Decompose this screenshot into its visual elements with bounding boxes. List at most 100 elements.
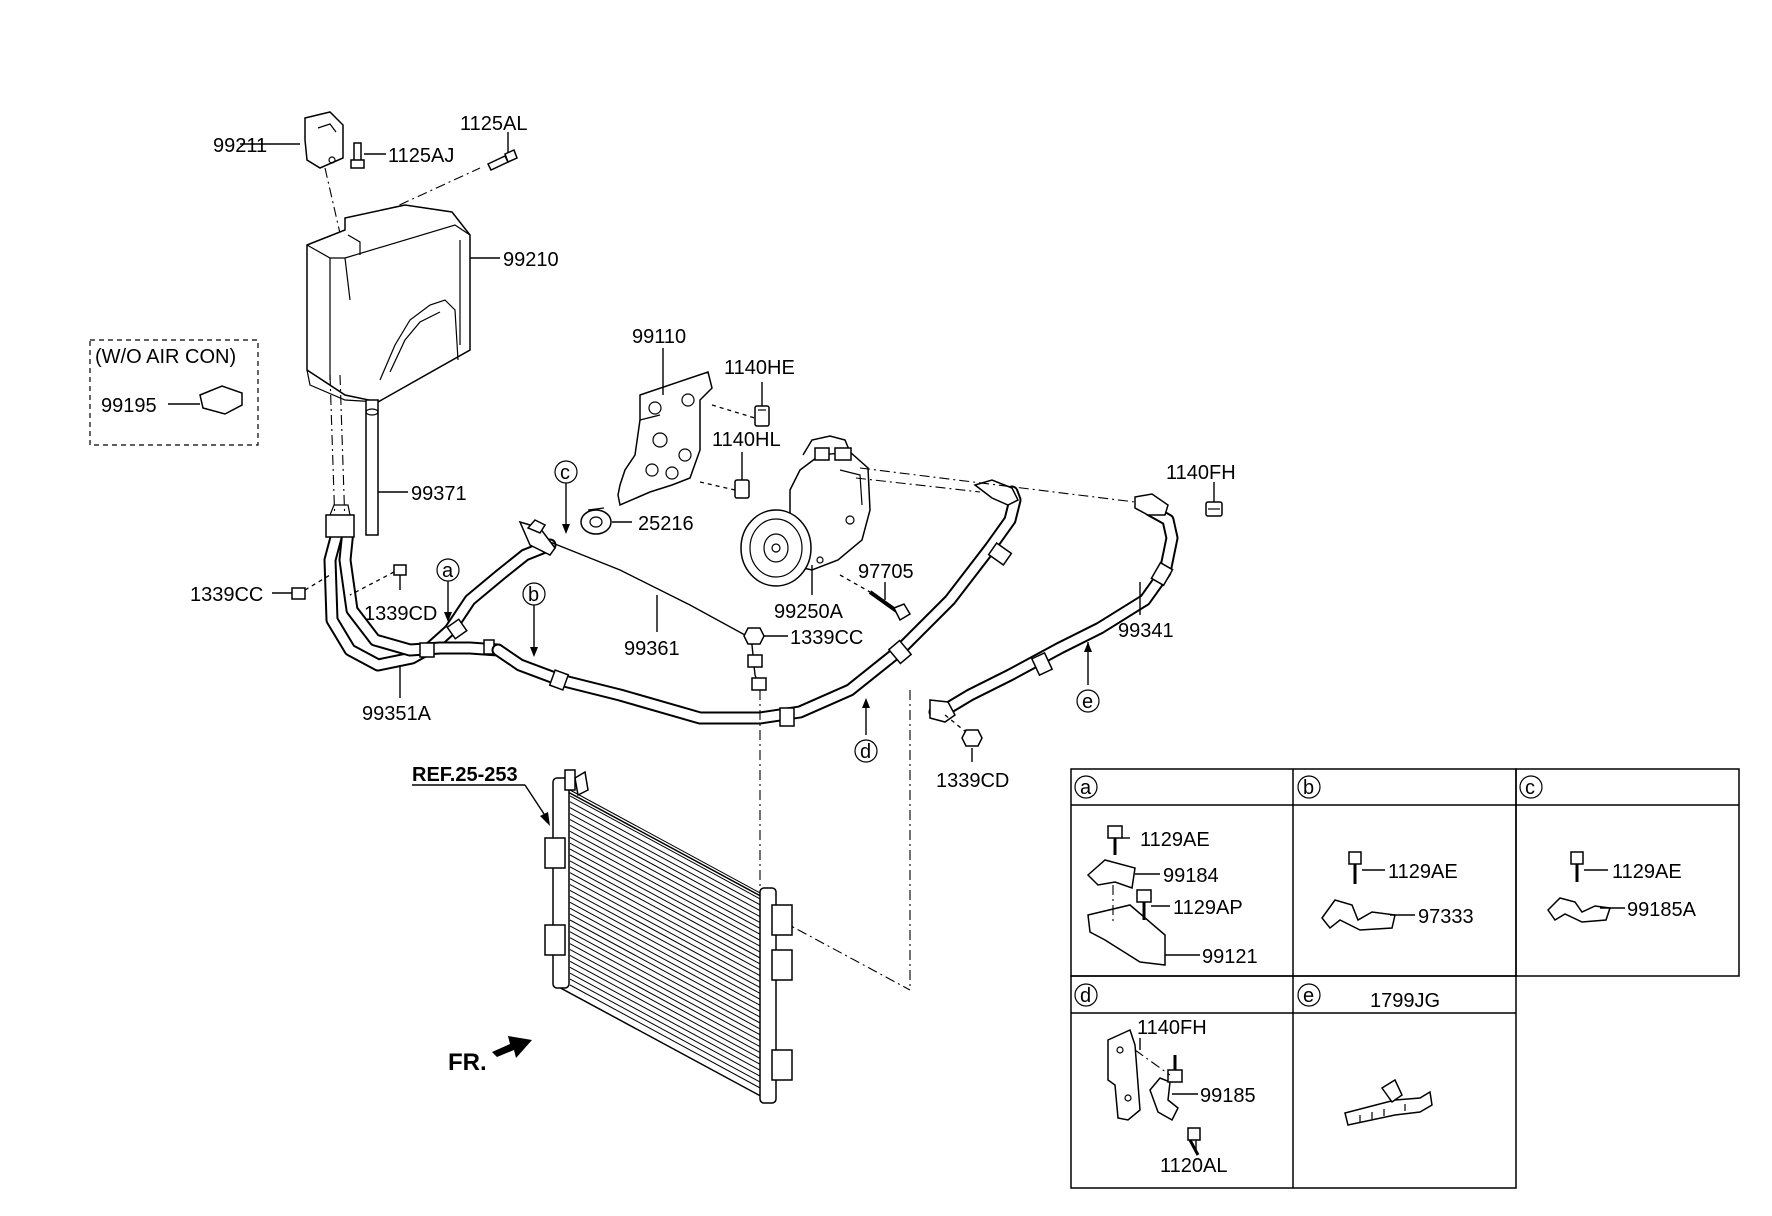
cell-c-parts xyxy=(1547,851,1611,923)
cell-e-title: 1799JG xyxy=(1370,990,1440,1012)
label-1339CC-mid: 1339CC xyxy=(790,627,863,649)
condenser-fin xyxy=(569,937,763,1043)
cell-c-label-2: 99185A xyxy=(1627,899,1697,921)
condenser-fin xyxy=(569,789,763,895)
condenser-fin xyxy=(569,836,763,942)
condenser-fin xyxy=(569,925,763,1031)
bolt-1125AJ xyxy=(350,142,365,169)
condenser-fin xyxy=(569,890,763,995)
condenser-fin xyxy=(569,984,763,1090)
condenser-fin xyxy=(569,878,763,984)
condenser-fin xyxy=(569,813,763,919)
bolt-97705 xyxy=(868,590,912,622)
cell-a-label-1: 1129AE xyxy=(1140,829,1210,851)
condenser-fin xyxy=(569,795,763,901)
label-99211: 99211 xyxy=(213,135,267,157)
condenser-fin xyxy=(569,966,763,1072)
label-1140HE: 1140HE xyxy=(724,357,795,379)
condenser-fin xyxy=(569,830,763,936)
hose-99351A xyxy=(323,504,557,672)
label-97705: 97705 xyxy=(858,561,914,583)
callout-e-letter: e xyxy=(1082,691,1093,713)
label-1339CD-right: 1339CD xyxy=(936,770,1009,792)
cell-d-parts xyxy=(1107,1028,1201,1156)
label-1125AJ: 1125AJ xyxy=(388,145,454,167)
condenser-fin xyxy=(569,960,763,1066)
label-99110: 99110 xyxy=(632,326,686,348)
bolt-1140HL xyxy=(734,479,750,499)
compressor-99250A xyxy=(740,435,871,587)
condenser-fin xyxy=(569,931,763,1037)
cell-d-letter: d xyxy=(1080,985,1091,1007)
condenser-fin xyxy=(569,913,763,1019)
label-1125AL: 1125AL xyxy=(460,113,527,135)
condenser-fin xyxy=(569,895,763,1001)
condenser-fin xyxy=(569,801,763,907)
condenser-fin xyxy=(569,825,763,930)
pulley-25216 xyxy=(580,507,612,535)
condenser-fin xyxy=(569,943,763,1049)
nut-1339CD-left xyxy=(393,564,407,576)
condenser-fin xyxy=(569,972,763,1078)
nut-1339CC-left xyxy=(291,587,306,600)
detail-table xyxy=(1070,768,1740,1189)
wo-aircon-box xyxy=(89,339,259,446)
cell-a-label-3: 1129AP xyxy=(1173,897,1243,919)
cell-b-parts xyxy=(1321,851,1396,931)
condenser-fin xyxy=(569,819,763,924)
callout-b-letter: b xyxy=(528,584,539,606)
housing-99210 xyxy=(306,204,471,403)
condenser-fin xyxy=(569,907,763,1013)
condenser-fin xyxy=(569,842,763,948)
cell-c-letter: c xyxy=(1525,777,1535,799)
condenser-fin xyxy=(569,901,763,1007)
nut-1339CC-mid xyxy=(743,627,765,645)
cell-d-label-3: 1120AL xyxy=(1160,1155,1227,1177)
label-1140FH: 1140FH xyxy=(1166,462,1236,484)
callout-d-letter: d xyxy=(860,741,871,763)
label-99371: 99371 xyxy=(411,483,467,505)
bracket-99211 xyxy=(304,111,344,169)
label-1339CD-left: 1339CD xyxy=(364,603,437,625)
hose-99341 xyxy=(928,493,1179,723)
label-99195: 99195 xyxy=(101,395,157,417)
callout-a-letter: a xyxy=(442,560,454,582)
condenser-fin xyxy=(569,978,763,1084)
condenser-fin xyxy=(569,949,763,1054)
cell-c-label-1: 1129AE xyxy=(1612,861,1682,883)
condenser-fin xyxy=(569,955,763,1060)
note-wo-aircon: (W/O AIR CON) xyxy=(95,346,236,368)
nut-1339CD-right xyxy=(961,729,983,747)
ref-label: REF.25-253 xyxy=(412,764,518,786)
condenser-fin xyxy=(569,884,763,989)
label-99361: 99361 xyxy=(624,638,680,660)
label-99351A: 99351A xyxy=(362,703,432,725)
label-99210: 99210 xyxy=(503,249,559,271)
condenser-fin xyxy=(569,860,763,966)
cell-b-letter: b xyxy=(1303,777,1314,799)
condenser-fin xyxy=(569,872,763,978)
cell-b-label-2: 97333 xyxy=(1418,906,1474,928)
cell-e-cable-tie xyxy=(1344,1078,1433,1126)
cell-b-label-1: 1129AE xyxy=(1388,861,1458,883)
bolt-1140HE xyxy=(754,405,770,427)
pipe-99361 xyxy=(518,519,767,691)
condenser-fin xyxy=(569,919,763,1025)
condenser-fin xyxy=(569,848,763,954)
bracket-99110 xyxy=(617,371,713,507)
cell-a-label-2: 99184 xyxy=(1163,865,1219,887)
front-arrow-icon xyxy=(492,1036,532,1058)
condenser-fin xyxy=(569,866,763,972)
cell-a-parts xyxy=(1086,825,1166,966)
bolt-1125AL xyxy=(486,148,518,171)
cell-e-letter: e xyxy=(1303,985,1314,1007)
cell-a-letter: a xyxy=(1080,777,1092,799)
condenser xyxy=(544,769,793,1104)
cell-d-label-1: 1140FH xyxy=(1137,1017,1207,1039)
label-25216: 25216 xyxy=(638,513,694,535)
label-1339CC-left: 1339CC xyxy=(190,584,263,606)
cell-a-label-4: 99121 xyxy=(1202,946,1258,968)
main-hose-line xyxy=(491,479,1022,727)
